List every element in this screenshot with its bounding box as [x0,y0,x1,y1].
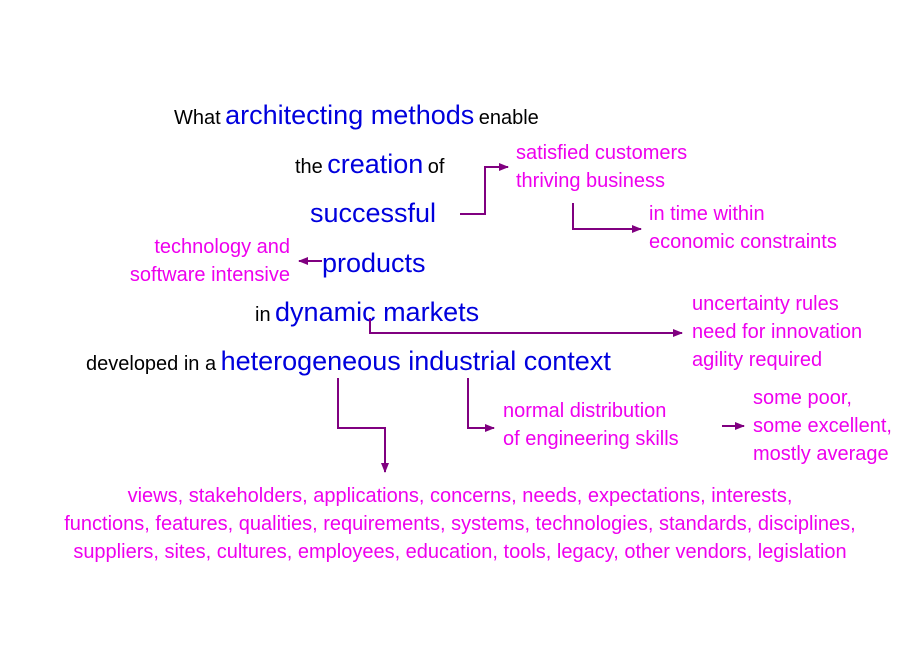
note-products: technology and software intensive [104,233,290,289]
note-constraints: in time within economic constraints [649,200,837,256]
keyword-architecting-methods: architecting methods [225,100,475,130]
arrow-success-to-constraints [572,203,642,233]
line2-post: of [427,156,445,178]
keyword-products: products [322,248,426,278]
line2-pre: the [295,156,323,178]
question-line-6: developed in a heterogeneous industrial … [86,346,611,377]
note-skills-line: normal distribution [503,400,667,422]
note-markets-line: agility required [692,349,823,371]
question-line-2: the creation of [295,149,444,180]
question-line-1: What architecting methods enable [174,100,539,131]
note-products-line: software intensive [129,264,290,286]
question-line-4: products [322,248,426,279]
arrow-heterogeneous-to-context [337,378,389,473]
question-line-3: successful [310,198,436,229]
note-skills-line: of engineering skills [503,428,679,450]
note-success-line: thriving business [516,170,665,192]
keyword-successful: successful [310,198,437,228]
note-skill-levels: some poor, some excellent, mostly averag… [753,384,892,468]
note-markets-line: uncertainty rules [692,293,839,315]
line5-pre: in [255,304,271,326]
keyword-heterogeneous-industrial-context: heterogeneous industrial context [220,346,611,376]
note-skill-levels-line: mostly average [753,443,889,465]
arrow-industrial-to-skills [467,378,495,432]
note-constraints-line: economic constraints [649,231,837,253]
note-skill-levels-line: some poor, [753,387,852,409]
keyword-dynamic-markets: dynamic markets [275,297,480,327]
note-skill-levels-line: some excellent, [753,415,892,437]
note-constraints-line: in time within [649,203,765,225]
note-markets-line: need for innovation [692,321,863,343]
line1-post: enable [478,107,539,129]
line1-pre: What [174,107,221,129]
question-line-5: in dynamic markets [255,297,479,328]
arrow-successful-to-success [460,163,509,215]
context-list-line: views, stakeholders, applications, conce… [127,485,793,507]
note-context-list: views, stakeholders, applications, conce… [0,482,920,566]
context-list-line: suppliers, sites, cultures, employees, e… [73,541,847,563]
arrow-markets-to-uncertainty [369,318,683,337]
note-success-line: satisfied customers [516,142,688,164]
note-products-line: technology and [154,236,290,258]
keyword-creation: creation [327,149,424,179]
note-skills: normal distribution of engineering skill… [503,397,679,453]
note-success: satisfied customers thriving business [516,139,687,195]
line6-pre: developed in a [86,353,217,375]
context-list-line: functions, features, qualities, requirem… [64,513,856,535]
note-markets: uncertainty rules need for innovation ag… [692,290,862,374]
